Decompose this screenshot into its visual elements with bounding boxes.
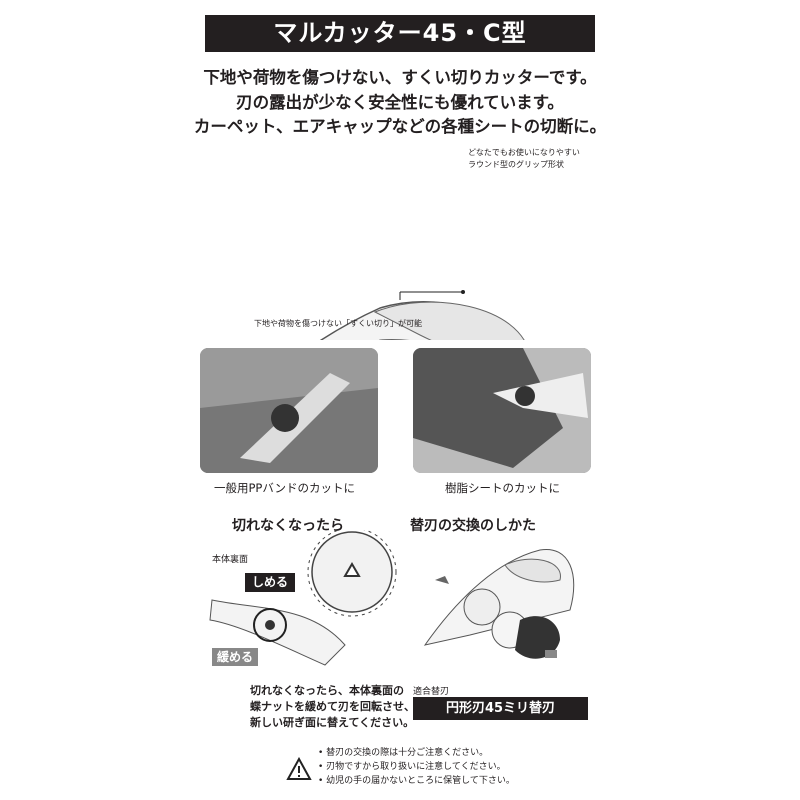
- grip-callout: ラウンド型のグリップ形状: [468, 160, 564, 169]
- grip-callout: どなたでもお使いになりやすい: [468, 148, 580, 157]
- instruction-line: 切れなくなったら、本体裏面の: [250, 684, 404, 697]
- blade-replacement-illustration: [423, 549, 575, 659]
- page-title: マルカッター45・C型: [205, 15, 595, 52]
- warning-item: • 替刃の交換の際は十分ご注意ください。: [318, 748, 489, 758]
- dull-instructions: 切れなくなったら、本体裏面の 蝶ナットを緩めて刃を回転させ、 新しい研ぎ面に替え…: [250, 683, 415, 731]
- bottom-callout: 下地や荷物を傷つけない「すくい切り」が可能: [254, 319, 422, 328]
- warning-item: • 刃物ですから取り扱いに注意してください。: [318, 762, 506, 772]
- replace-heading: 替刃の交換のしかた: [410, 518, 536, 534]
- warning-item: • 幼児の手の届かないところに保管して下さい。: [318, 776, 515, 786]
- blade-name: 円形刃45ミリ替刃: [413, 697, 588, 720]
- blade-rotation-illustration: [209, 530, 397, 666]
- cutter-illustration: [319, 290, 525, 340]
- dull-heading: 切れなくなったら: [232, 518, 344, 534]
- instruction-line: 蝶ナットを緩めて刃を回転させ、: [250, 700, 415, 713]
- lead-line: 刃の露出が少なく安全性にも優れています。: [236, 93, 564, 112]
- photo-resin-sheet: [413, 348, 591, 473]
- lead-line: 下地や荷物を傷つけない、すくい切りカッターです。: [203, 68, 597, 87]
- loosen-label: 緩める: [212, 648, 258, 666]
- instruction-line: 新しい研ぎ面に替えてください。: [250, 716, 415, 729]
- warning-triangle-icon: [286, 757, 312, 780]
- tighten-label: しめる: [245, 573, 295, 592]
- photo-pp-band: [200, 348, 378, 473]
- warnings: • 替刃の交換の際は十分ご注意ください。 • 刃物ですから取り扱いに注意してくだ…: [318, 746, 515, 788]
- lead-line: カーペット、エアキャップなどの各種シートの切断に。: [193, 117, 607, 136]
- compatible-label: 適合替刃: [413, 687, 450, 697]
- back-label: 本体裏面: [212, 555, 249, 565]
- photo-caption: 一般用PPバンドのカットに: [214, 481, 355, 495]
- photo-caption: 樹脂シートのカットに: [445, 481, 560, 495]
